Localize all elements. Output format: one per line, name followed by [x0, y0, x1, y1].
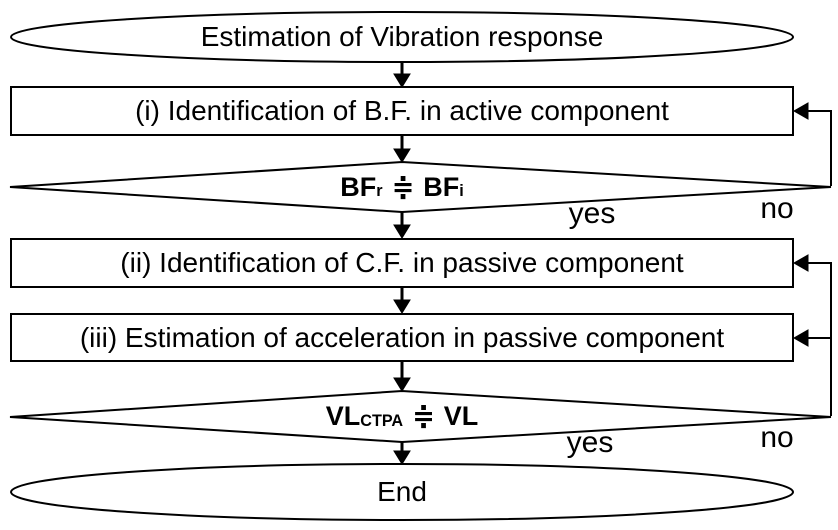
decision1-rhs: BF [423, 171, 460, 202]
arrow-down-i-to-decision1 [393, 136, 411, 163]
approx-equal-symbol: ≑ [391, 171, 415, 203]
feedback-arrow-no-2 [792, 254, 832, 416]
arrow-down-decision2-to-end [393, 442, 411, 465]
step-ii-label: (ii) Identification of C.F. in passive c… [120, 247, 684, 278]
decision2-rhs: VL [443, 401, 479, 431]
step-i-label: (i) Identification of B.F. in active com… [135, 95, 669, 126]
decision2-lhs: VL [325, 401, 361, 431]
start-terminal-label: Estimation of Vibration response [200, 21, 604, 52]
decision2-diamond-shape [9, 389, 832, 444]
decision2-lhs-sub: CTPA [360, 411, 404, 430]
decision1-yes-label: yes [568, 197, 616, 230]
feedback-arrow-no-1 [792, 102, 832, 186]
decision2-no-label: no [760, 421, 794, 454]
step-box-iii-shape [10, 313, 794, 362]
decision1-no-label: no [760, 192, 794, 225]
approx-equal-symbol: ≑ [412, 401, 435, 432]
decision1-diamond-shape [9, 160, 832, 214]
step-box-i-shape [10, 86, 794, 136]
step-box-ii-shape [10, 238, 794, 288]
decision1-rhs-sub: i [459, 182, 464, 201]
step-iii-label: (iii) Estimation of acceleration in pass… [79, 321, 725, 353]
end-terminal-label: End [377, 476, 427, 507]
decision1-lhs: BF [340, 171, 377, 202]
arrow-down-ii-to-iii [393, 288, 411, 314]
arrow-down-iii-to-decision2 [393, 362, 411, 392]
decision1-lhs-sub: r [376, 182, 383, 201]
arrow-down-decision1-to-ii [393, 212, 411, 239]
decision2-yes-label: yes [566, 426, 614, 459]
arrow-down-start-to-i [393, 62, 411, 88]
